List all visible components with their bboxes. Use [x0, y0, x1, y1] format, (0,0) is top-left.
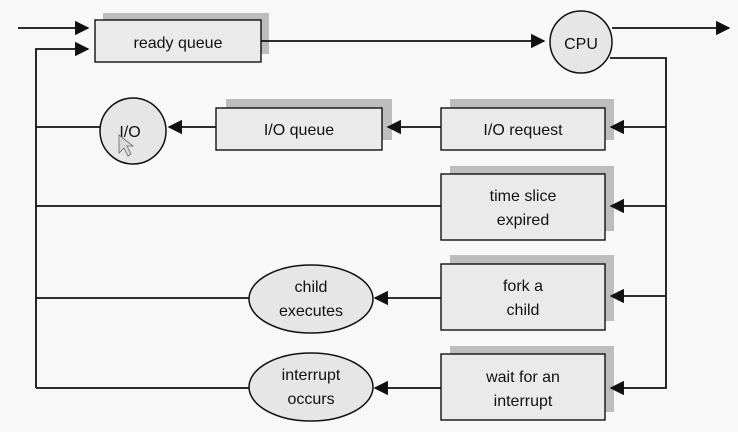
io-request-box — [440, 107, 606, 151]
mouse-pointer-icon — [118, 134, 135, 157]
child-executes-node — [248, 264, 374, 334]
interrupt-occurs-label-line-1: interrupt — [282, 367, 341, 384]
return-to-ready-queue-arrow — [35, 41, 90, 388]
cpu-label: CPU — [564, 36, 598, 53]
ready-queue-label: ready queue — [134, 35, 223, 52]
wait-interrupt-label-line-2: interrupt — [494, 393, 553, 410]
io-device-node — [99, 97, 167, 165]
wait-interrupt-box — [440, 353, 606, 421]
io-device-label: I/O — [119, 124, 140, 141]
fork-child-label-line-1: fork a — [503, 278, 543, 295]
cpu-node — [549, 10, 613, 74]
child-executes-label-line-2: executes — [279, 303, 343, 320]
time-slice-label-line-1: time slice — [490, 188, 557, 205]
io-request-label: I/O request — [483, 122, 563, 139]
interrupt-occurs-label-line-2: occurs — [287, 391, 334, 408]
interrupt-occurs-node — [248, 352, 374, 422]
io-queue-label: I/O queue — [264, 122, 334, 139]
child-executes-label-line-1: child — [295, 279, 328, 296]
time-slice-box — [440, 173, 606, 241]
time-slice-label-line-2: expired — [497, 212, 549, 229]
cpu-to-wait-interrupt-arrow — [609, 57, 667, 396]
io-queue-box — [215, 107, 383, 151]
fork-child-box — [440, 263, 606, 331]
wait-interrupt-label-line-1: wait for an — [485, 369, 560, 386]
fork-child-label-line-2: child — [507, 302, 540, 319]
